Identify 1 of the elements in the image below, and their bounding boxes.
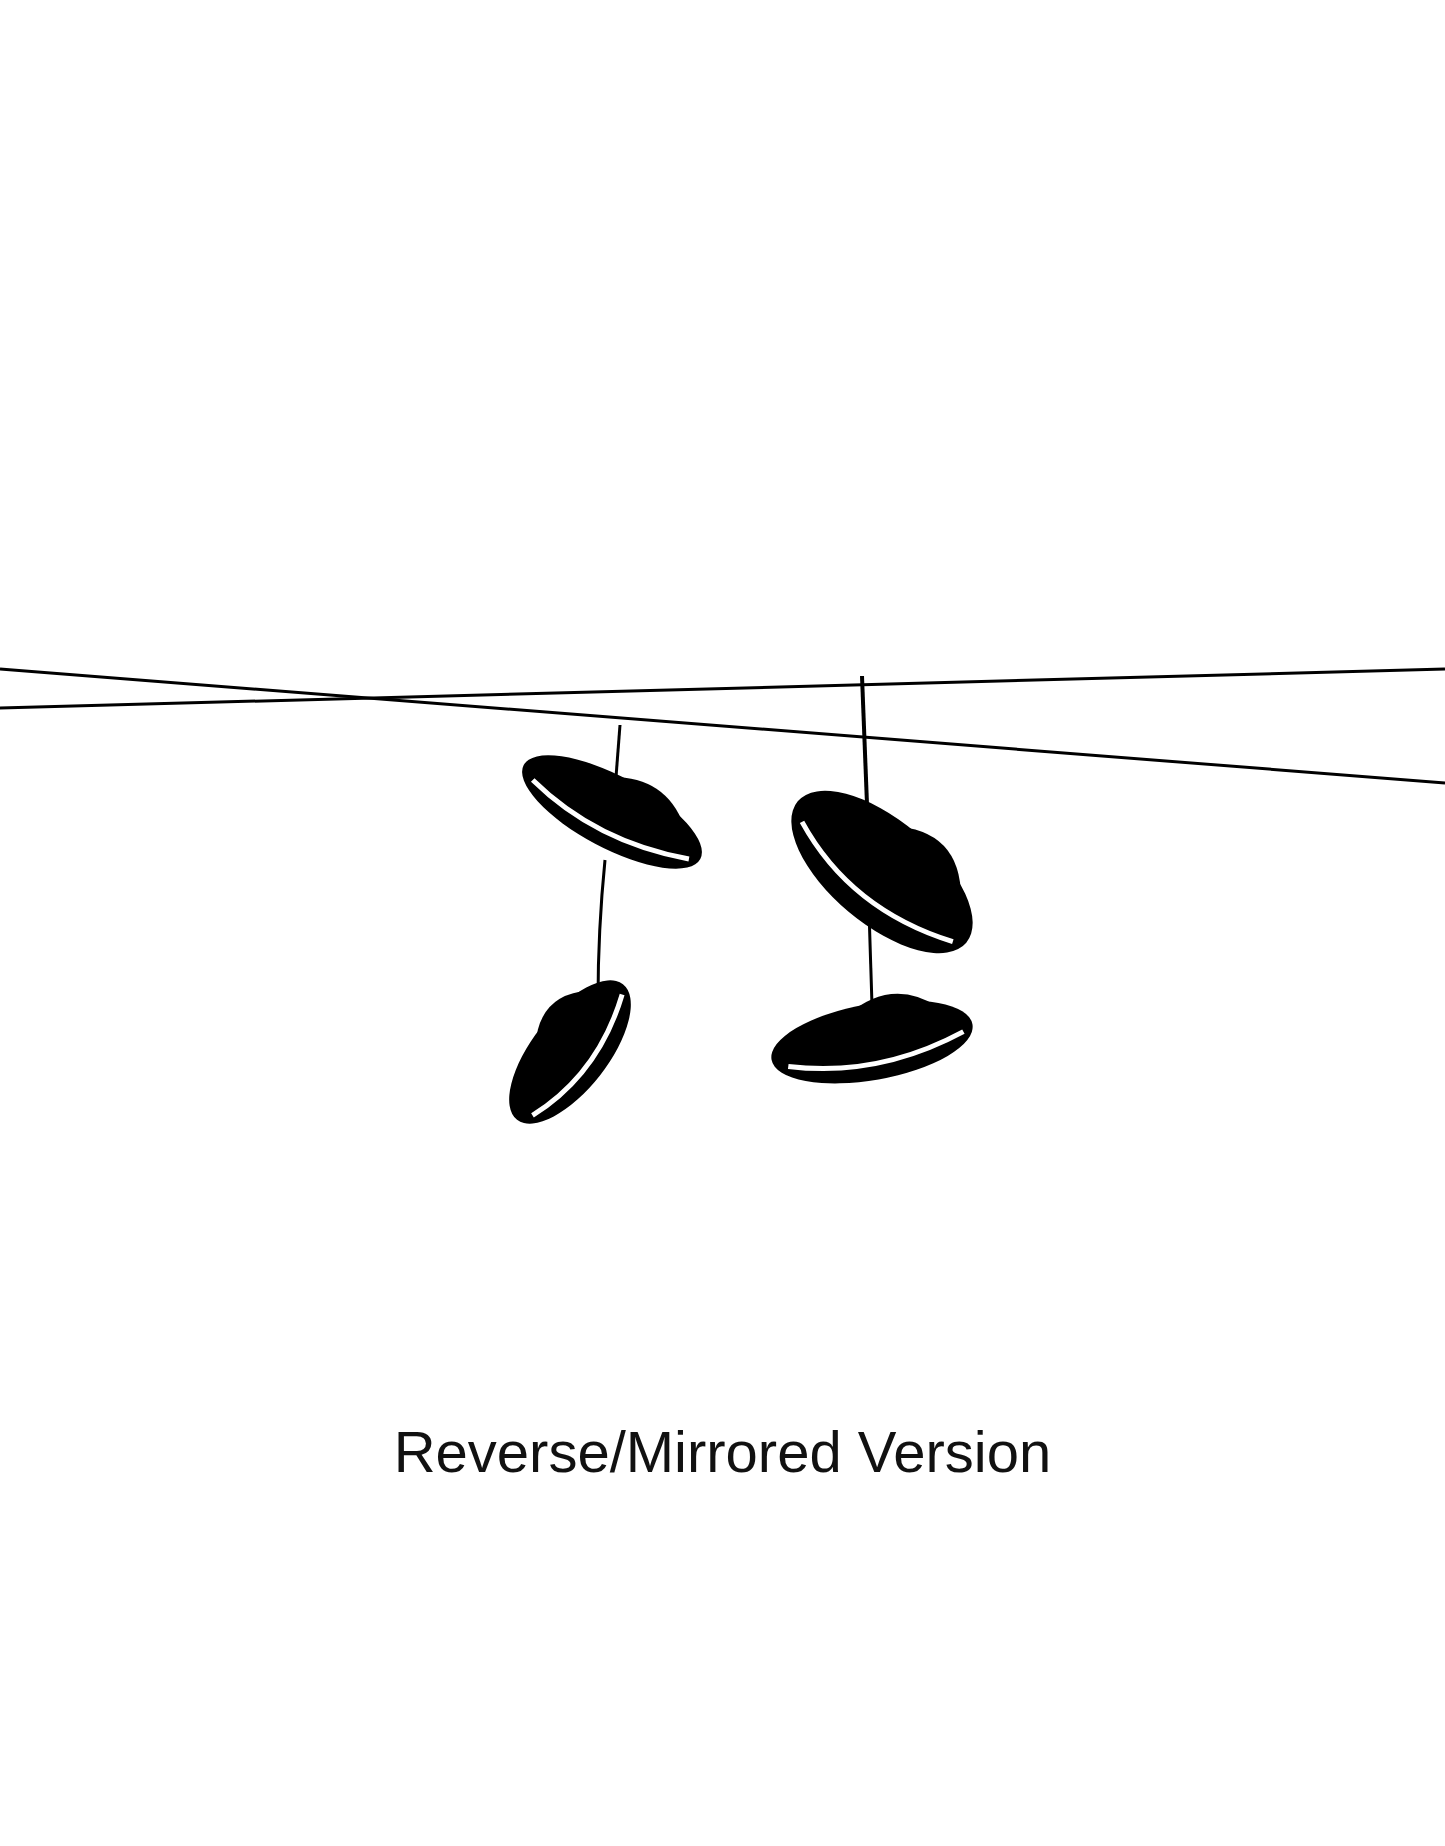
caption: Reverse/Mirrored Version — [393, 1418, 1052, 1485]
